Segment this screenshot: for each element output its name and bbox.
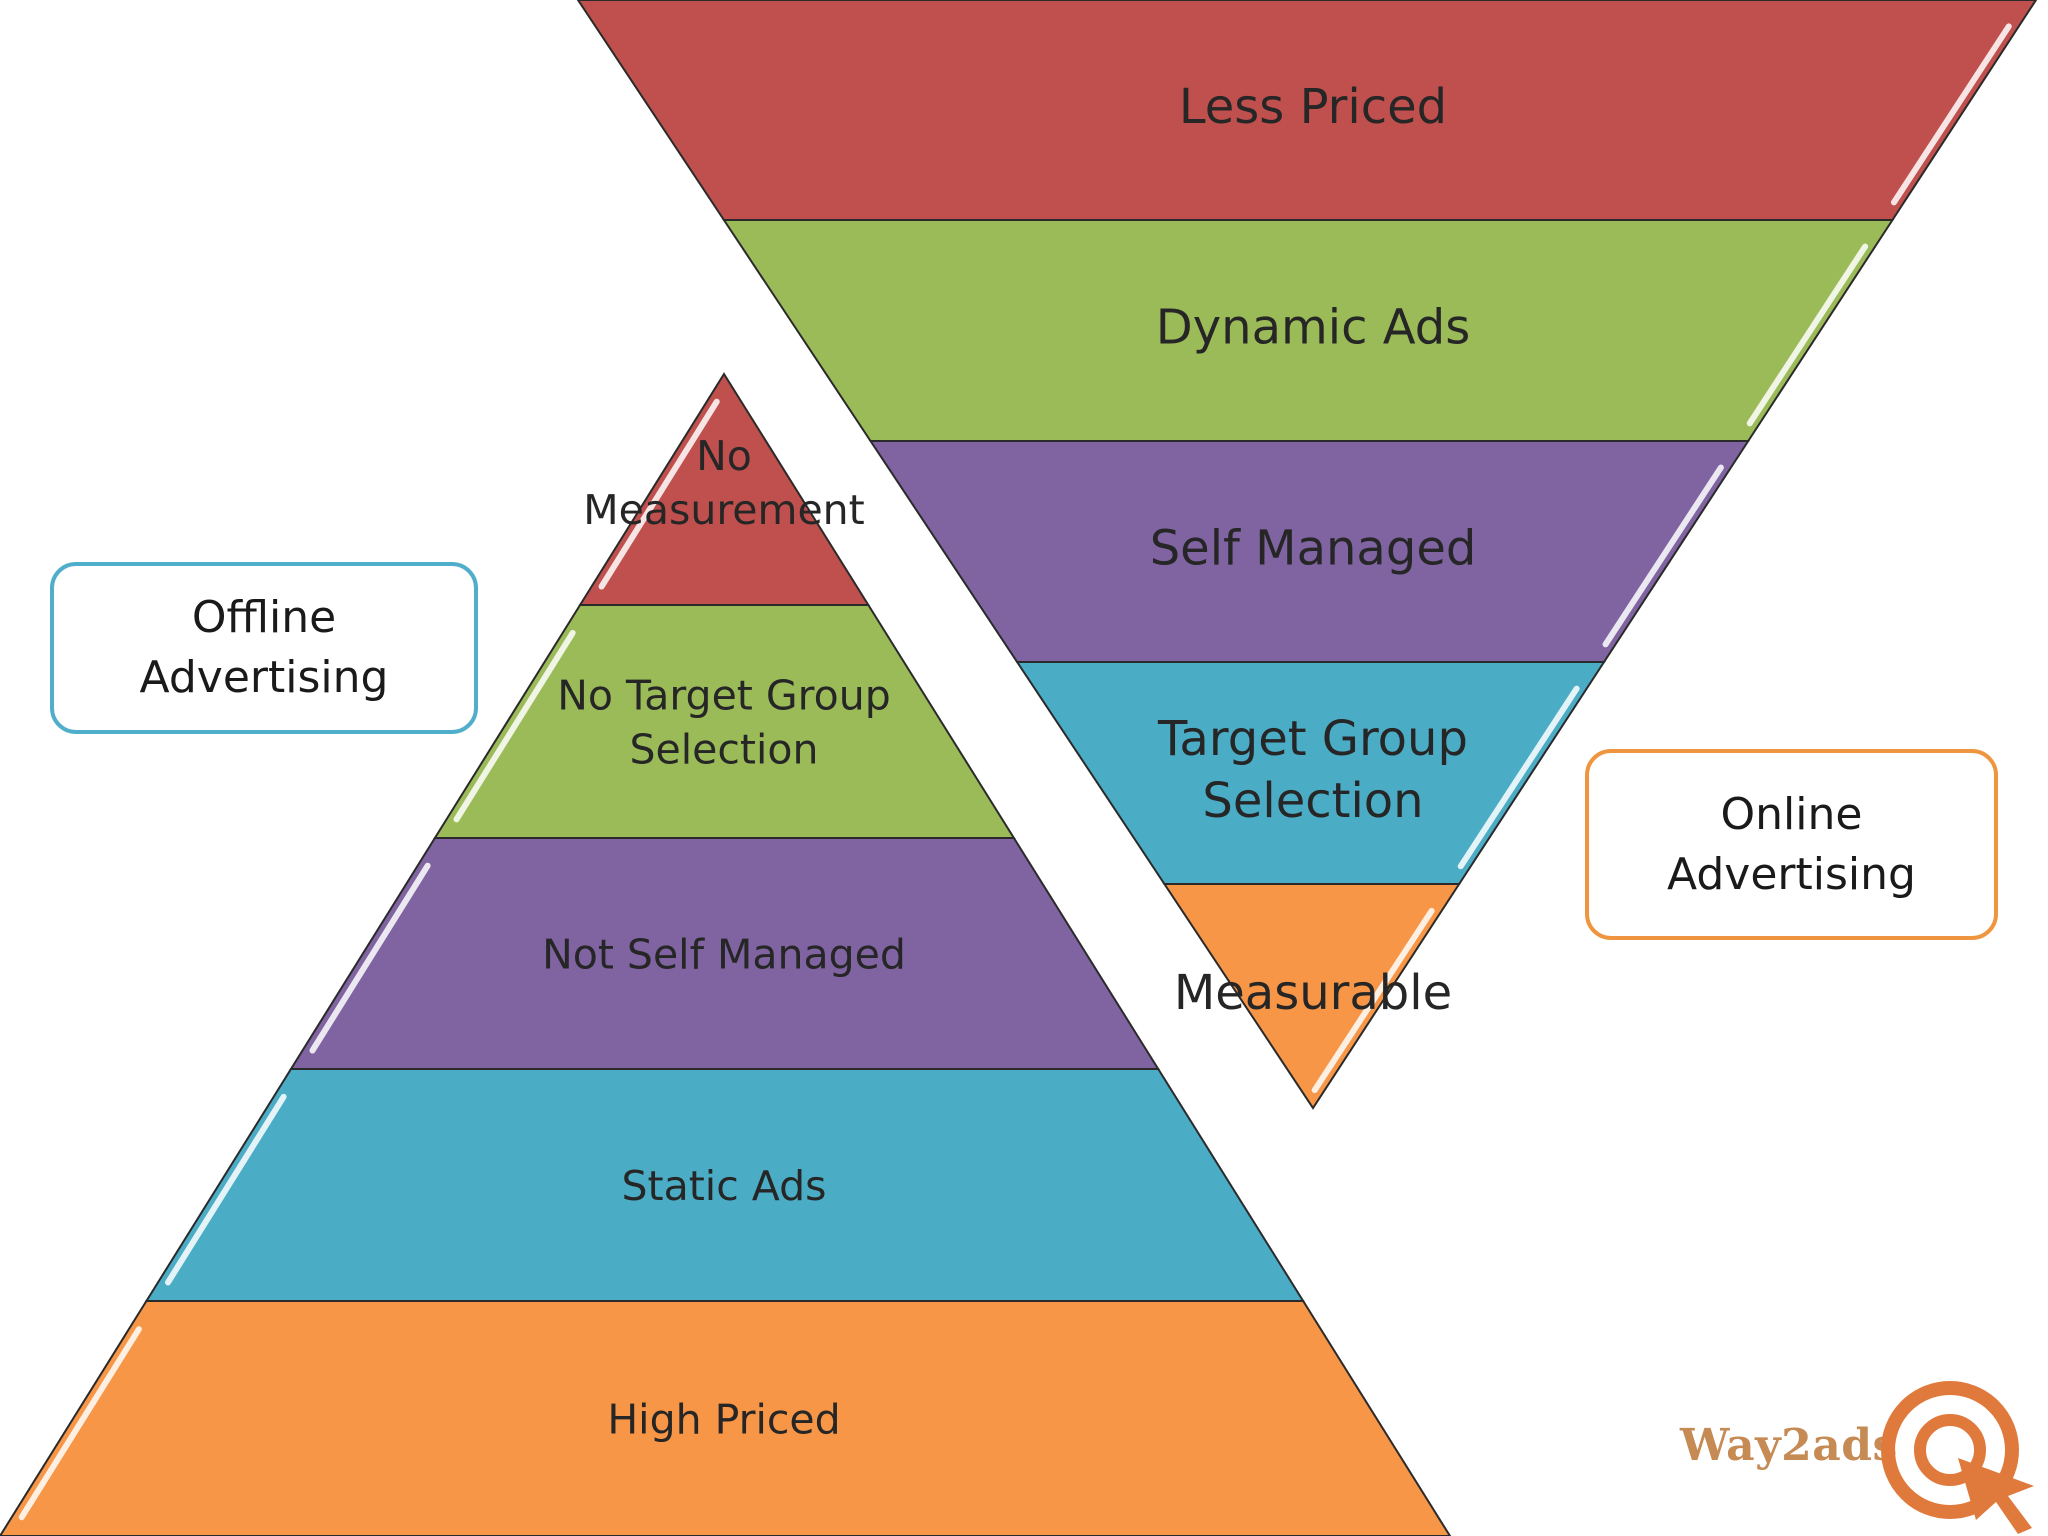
pyramid-layer-static-ads-label: Static Ads bbox=[622, 1162, 827, 1210]
funnel-layer-less-priced-label: Less Priced bbox=[1179, 79, 1447, 135]
funnel-layer-self-managed-highlight bbox=[1602, 464, 1724, 648]
funnel-layer-dynamic-ads-highlight bbox=[1746, 243, 1869, 427]
funnel-layer-dynamic-ads-label: Dynamic Ads bbox=[1156, 300, 1470, 356]
online-advertising-callout: Online Advertising bbox=[1585, 749, 1998, 940]
pyramid-layer-high-priced bbox=[0, 1300, 1452, 1536]
funnel-layer-measurable bbox=[1162, 883, 1462, 1110]
funnel-layer-measurable-highlight bbox=[1311, 907, 1435, 1094]
pyramid-layer-static-ads-highlight bbox=[164, 1093, 287, 1286]
pyramid-layer-high-priced-highlight bbox=[18, 1326, 142, 1521]
funnel-layer-self-managed-label: Self Managed bbox=[1150, 521, 1477, 577]
funnel-layer-less-priced-highlight bbox=[1890, 23, 2012, 206]
logo-wordmark: Way2ads bbox=[1680, 1420, 1898, 1471]
pyramid-layer-no-measurement-highlight bbox=[598, 398, 720, 590]
pyramid-layer-not-self-managed-highlight bbox=[309, 862, 431, 1054]
pyramid-layer-high-priced-label: High Priced bbox=[607, 1396, 840, 1444]
pyramid-layer-not-self-managed-label: Not Self Managed bbox=[542, 931, 906, 979]
pyramid-layer-no-target-group-selection-highlight bbox=[453, 629, 576, 823]
pyramid-layer-no-target-group-selection bbox=[433, 604, 1016, 839]
funnel-layer-measurable-label: Measurable bbox=[1174, 965, 1452, 1021]
offline-advertising-callout: Offline Advertising bbox=[50, 562, 478, 734]
target-cursor-icon bbox=[1881, 1381, 2034, 1534]
funnel-layer-target-group-selection-highlight bbox=[1457, 685, 1580, 870]
way2ads-logo: Way2ads bbox=[1680, 1368, 2048, 1536]
